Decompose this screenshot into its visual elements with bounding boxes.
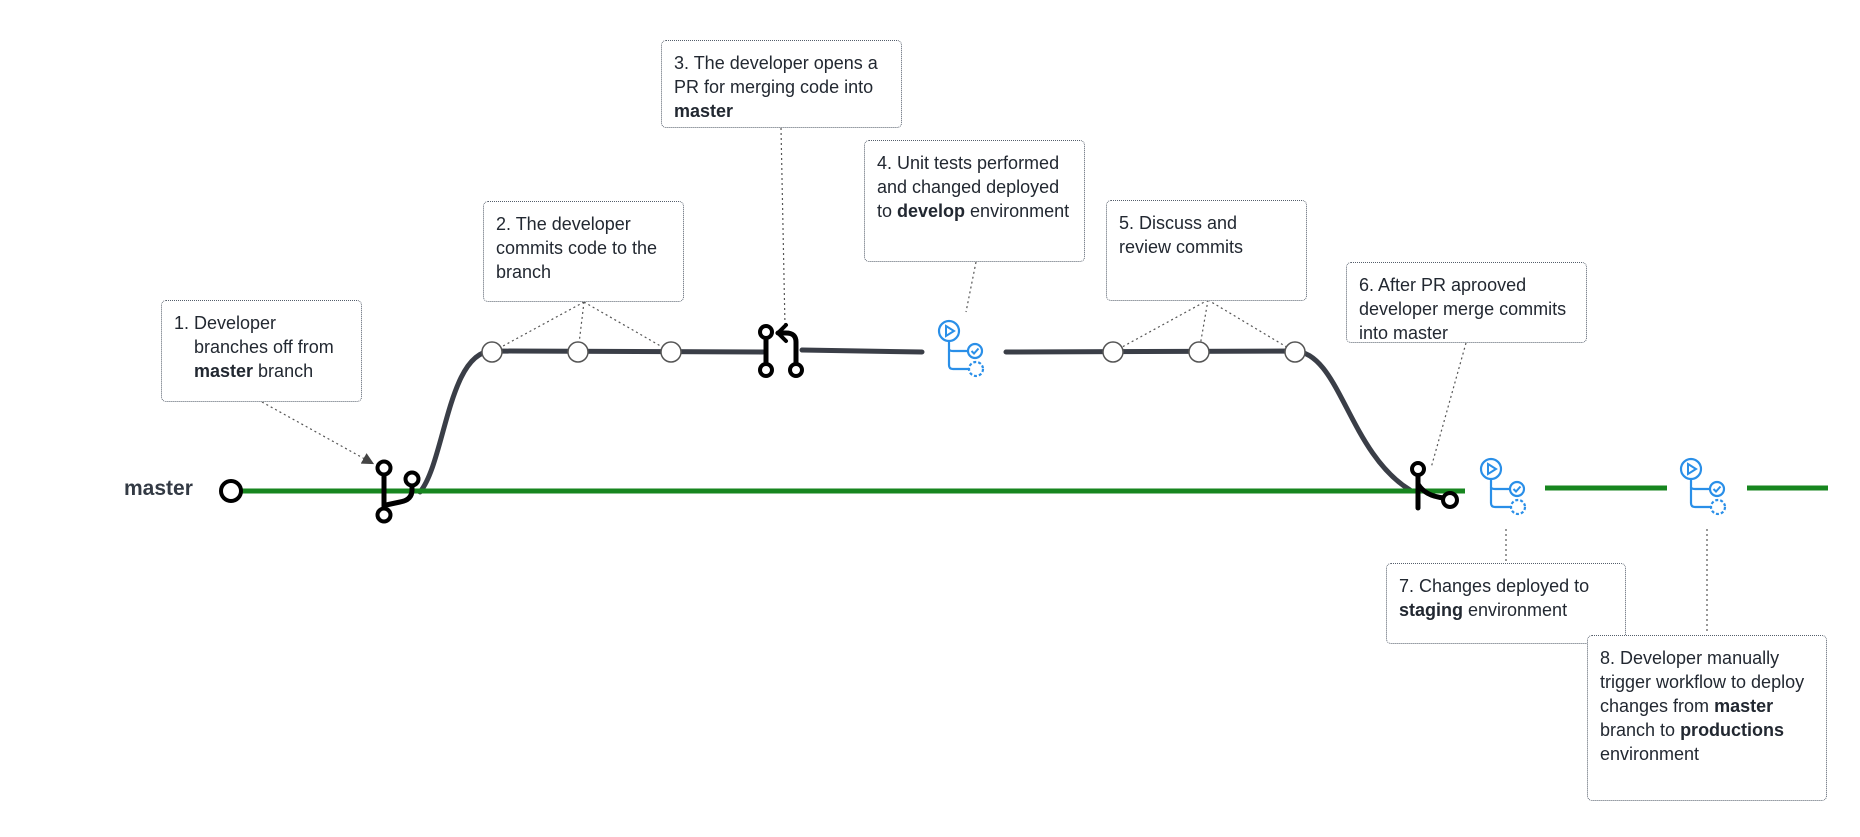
step-5-note: 5. Discuss and review commits bbox=[1106, 200, 1307, 301]
step-5-text: 5. Discuss and review commits bbox=[1119, 213, 1244, 257]
step-3-note: 3. The developer opens a PR for merging … bbox=[661, 40, 902, 128]
connector-5c bbox=[1207, 299, 1296, 353]
step-4-text: 4. Unit tests performed and changed depl… bbox=[877, 153, 1070, 221]
commit-node bbox=[481, 341, 503, 363]
step-2-note: 2. The developer commits code to the bra… bbox=[483, 201, 684, 302]
connector-3 bbox=[780, 127, 786, 328]
step-3-text: 3. The developer opens a PR for merging … bbox=[674, 53, 878, 121]
feature-branch bbox=[417, 347, 1413, 495]
step-8-note: 8. Developer manually trigger workflow t… bbox=[1587, 635, 1827, 801]
master-branch-line bbox=[240, 485, 1828, 494]
git-pull-request-icon bbox=[758, 323, 804, 378]
connector-2c bbox=[583, 301, 672, 353]
master-origin-commit bbox=[219, 479, 243, 503]
connector-5b bbox=[1198, 299, 1209, 353]
connector-6 bbox=[1430, 342, 1467, 469]
workflow-run-icon bbox=[1679, 457, 1727, 516]
commit-node bbox=[660, 341, 682, 363]
connector-5a bbox=[1112, 299, 1209, 353]
workflow-run-icon bbox=[1479, 457, 1527, 516]
step-1-number: 1. bbox=[174, 313, 190, 333]
step-8-text: 8. Developer manually trigger workflow t… bbox=[1600, 648, 1805, 764]
workflow-run-icon bbox=[937, 319, 985, 378]
commit-node bbox=[1188, 341, 1210, 363]
connector-4 bbox=[965, 261, 977, 313]
commit-node bbox=[1102, 341, 1124, 363]
commit-node bbox=[1284, 341, 1306, 363]
step-4-note: 4. Unit tests performed and changed depl… bbox=[864, 140, 1085, 262]
step-1-note: 1. Developer branches off from master br… bbox=[161, 300, 362, 402]
step-6-text: 6. After PR aprooved developer merge com… bbox=[1359, 275, 1567, 343]
step-2-text: 2. The developer commits code to the bra… bbox=[496, 214, 658, 282]
git-merge-icon bbox=[1410, 461, 1459, 511]
commit-nodes bbox=[481, 341, 1306, 363]
connector-2a bbox=[491, 301, 585, 353]
connector-1 bbox=[261, 401, 375, 465]
step-7-note: 7. Changes deployed to staging environme… bbox=[1386, 563, 1626, 644]
step-7-text: 7. Changes deployed to staging environme… bbox=[1399, 576, 1590, 620]
master-branch-label: master bbox=[124, 477, 193, 500]
connectors bbox=[261, 127, 1708, 634]
step-6-note: 6. After PR aprooved developer merge com… bbox=[1346, 262, 1587, 343]
git-branch-icon bbox=[375, 459, 421, 524]
commit-node bbox=[567, 341, 589, 363]
step-1-text: Developer branches off from master branc… bbox=[194, 313, 334, 381]
